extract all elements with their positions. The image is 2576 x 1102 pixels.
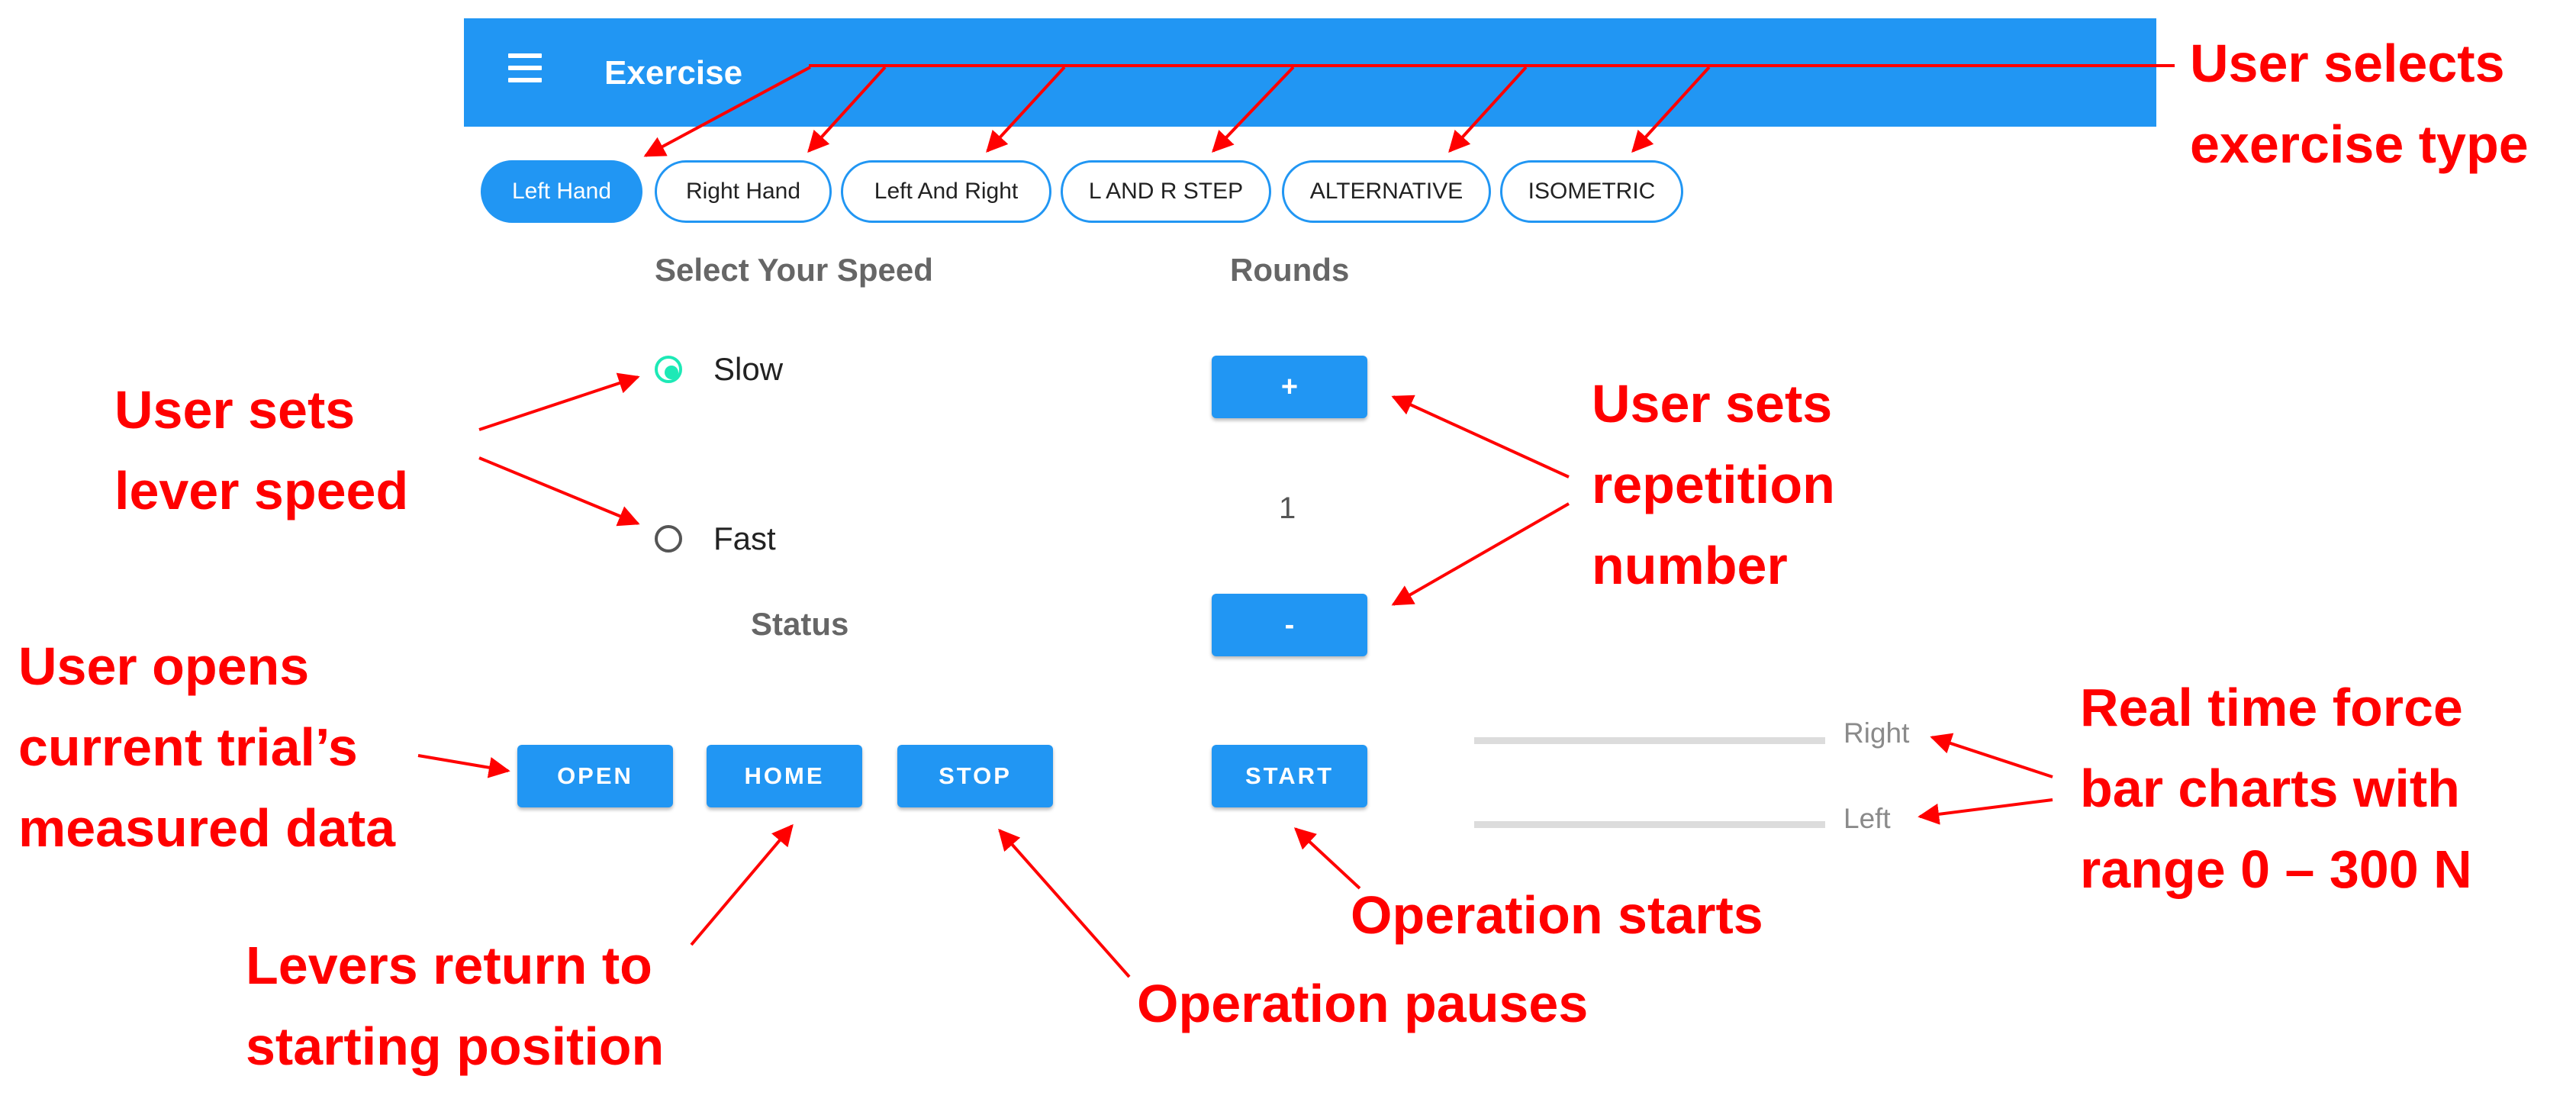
tab-right-hand[interactable]: Right Hand <box>655 160 832 223</box>
app-title: Exercise <box>604 54 743 92</box>
start-button[interactable]: START <box>1212 745 1367 807</box>
home-button[interactable]: HOME <box>707 745 862 807</box>
hamburger-menu-icon[interactable] <box>508 53 545 84</box>
slow-radio[interactable] <box>655 356 682 383</box>
annotation-line: User sets <box>114 380 356 440</box>
fast-label: Fast <box>713 520 776 556</box>
fast-radio[interactable] <box>655 525 682 553</box>
tab-left-and-right[interactable]: Left And Right <box>841 160 1051 223</box>
tab-alternative[interactable]: ALTERNATIVE <box>1282 160 1491 223</box>
speed-heading: Select Your Speed <box>655 252 933 288</box>
annotation-line: exercise type <box>2190 114 2529 174</box>
annotation-line: Levers return to <box>246 936 652 995</box>
annotation-start: Operation starts <box>1351 875 1763 955</box>
annotation-line: repetition <box>1592 455 1835 514</box>
app-bar <box>464 18 2156 127</box>
annotation-line: Real time force <box>2080 678 2463 737</box>
annotation-line: Operation pauses <box>1137 974 1589 1033</box>
rounds-increment-button[interactable]: + <box>1212 356 1367 418</box>
annotation-line: Operation starts <box>1351 885 1763 945</box>
annotation-exercise-type: User selects exercise type <box>2190 23 2529 185</box>
annotation-line: current trial’s <box>18 717 358 777</box>
tab-left-hand[interactable]: Left Hand <box>481 160 642 223</box>
slow-label: Slow <box>713 351 784 387</box>
annotation-line: range 0 – 300 N <box>2080 839 2472 899</box>
open-button[interactable]: OPEN <box>517 745 673 807</box>
radio-selected-dot <box>665 366 678 379</box>
rounds-decrement-button[interactable]: - <box>1212 594 1367 656</box>
annotation-line: bar charts with <box>2080 759 2460 818</box>
tab-isometric[interactable]: ISOMETRIC <box>1500 160 1683 223</box>
annotation-force-charts: Real time force bar charts with range 0 … <box>2080 667 2472 910</box>
left-force-bar <box>1474 821 1825 828</box>
annotation-line: User opens <box>18 636 310 696</box>
annotation-pause: Operation pauses <box>1137 963 1588 1044</box>
annotation-home: Levers return to starting position <box>246 925 664 1087</box>
rounds-value: 1 <box>1279 491 1296 525</box>
annotation-open-data: User opens current trial’s measured data <box>18 626 395 868</box>
annotation-line: measured data <box>18 798 396 858</box>
left-force-label: Left <box>1843 803 1891 834</box>
annotation-lever-speed: User sets lever speed <box>114 369 408 531</box>
annotation-line: starting position <box>246 1017 665 1076</box>
right-force-bar <box>1474 737 1825 744</box>
rounds-heading: Rounds <box>1230 252 1350 288</box>
right-force-label: Right <box>1843 717 1910 749</box>
annotation-line: number <box>1592 536 1788 595</box>
status-label: Status <box>751 606 849 642</box>
annotation-repetition: User sets repetition number <box>1592 363 1835 606</box>
tab-l-and-r-step[interactable]: L AND R STEP <box>1061 160 1271 223</box>
annotation-line: User selects <box>2190 34 2505 93</box>
annotation-line: lever speed <box>114 461 409 520</box>
stop-button[interactable]: STOP <box>897 745 1053 807</box>
annotation-line: User sets <box>1592 374 1833 433</box>
